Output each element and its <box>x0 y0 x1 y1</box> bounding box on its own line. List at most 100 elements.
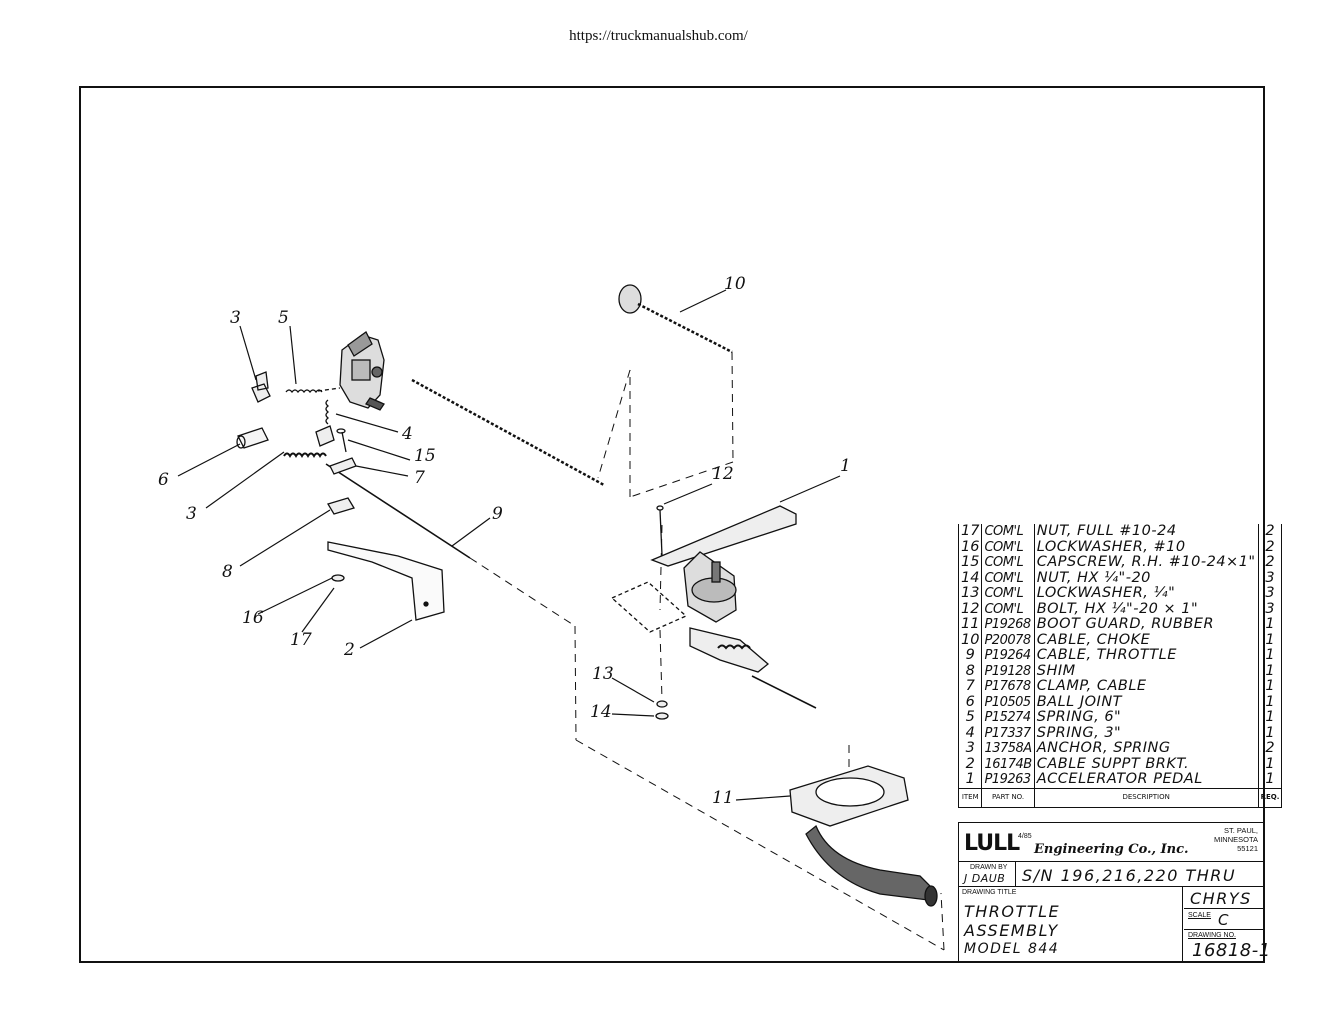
parts-header-part: PART NO. <box>981 787 1035 808</box>
parts-desc-cell: BOLT, HX ¼"-20 × 1" <box>1033 601 1259 617</box>
parts-item-cell: 1 <box>957 772 983 788</box>
parts-item-cell: 2 <box>957 756 983 772</box>
parts-part-cell: 16174B <box>981 756 1035 772</box>
callout-1: 1 <box>840 456 851 476</box>
callout-10: 10 <box>724 274 746 294</box>
callout-5: 5 <box>278 308 289 328</box>
source-url: https://truckmanualshub.com/ <box>569 28 748 44</box>
parts-item-cell: 11 <box>957 617 983 633</box>
parts-req-cell: 1 <box>1257 663 1283 679</box>
scale-value: C <box>1218 911 1230 929</box>
parts-req-cell: 1 <box>1257 679 1283 695</box>
parts-item-cell: 12 <box>957 601 983 617</box>
parts-req-cell: 1 <box>1257 710 1283 726</box>
parts-part-cell: P19264 <box>981 648 1035 664</box>
spring-3in <box>325 399 330 425</box>
boot-guard <box>789 765 938 907</box>
shim <box>327 497 355 515</box>
parts-req-cell: 3 <box>1257 586 1283 602</box>
vehicle-make: CHRYS <box>1190 889 1252 908</box>
parts-part-cell: P19268 <box>981 617 1035 633</box>
parts-desc-cell: SHIM <box>1033 663 1259 679</box>
spring-anchor-lower <box>315 425 335 447</box>
parts-part-cell: P20078 <box>981 632 1035 648</box>
parts-desc-cell: CAPSCREW, R.H. #10-24×1" <box>1033 555 1259 571</box>
scale-label: SCALE <box>1188 912 1211 919</box>
parts-req-cell: 1 <box>1257 632 1283 648</box>
callout-13: 13 <box>592 664 614 684</box>
parts-item-cell: 3 <box>957 741 983 757</box>
carburetor-illustration <box>339 331 385 411</box>
parts-header-desc: DESCRIPTION <box>1033 787 1259 808</box>
parts-part-cell: P19263 <box>981 772 1035 788</box>
parts-req-cell: 1 <box>1257 725 1283 741</box>
parts-desc-cell: LOCKWASHER, ¼" <box>1033 586 1259 602</box>
parts-desc-cell: LOCKWASHER, #10 <box>1033 539 1259 555</box>
company-name: Engineering Co., Inc. <box>1034 842 1189 857</box>
parts-item-cell: 7 <box>957 679 983 695</box>
parts-item-cell: 9 <box>957 648 983 664</box>
parts-desc-cell: SPRING, 3" <box>1033 725 1259 741</box>
parts-desc-cell: CLAMP, CABLE <box>1033 679 1259 695</box>
parts-part-cell: COM'L <box>981 601 1035 617</box>
parts-req-cell: 2 <box>1257 741 1283 757</box>
parts-part-cell: P17678 <box>981 679 1035 695</box>
parts-part-cell: 13758A <box>981 741 1035 757</box>
callout-8: 8 <box>222 562 233 582</box>
drawn-by: J DAUB <box>964 872 1006 885</box>
parts-item-cell: 6 <box>957 694 983 710</box>
parts-desc-cell: CABLE, CHOKE <box>1033 632 1259 648</box>
parts-req-cell: 3 <box>1257 601 1283 617</box>
spring-anchor-upper <box>251 371 271 403</box>
parts-req-cell: 3 <box>1257 570 1283 586</box>
parts-req-cell: 2 <box>1257 524 1283 540</box>
callout-3-upper: 3 <box>230 308 241 328</box>
parts-part-cell: P19128 <box>981 663 1035 679</box>
parts-item-cell: 13 <box>957 586 983 602</box>
callout-11: 11 <box>712 788 734 808</box>
callout-9: 9 <box>492 504 503 524</box>
parts-req-cell: 1 <box>1257 772 1283 788</box>
parts-part-cell: P17337 <box>981 725 1035 741</box>
callout-17: 17 <box>290 630 312 650</box>
parts-part-cell: P10505 <box>981 694 1035 710</box>
callout-12: 12 <box>712 464 734 484</box>
accelerator-pedal <box>610 505 817 709</box>
drawing-title-label: DRAWING TITLE <box>962 889 1017 896</box>
callout-14: 14 <box>590 702 612 722</box>
callout-16: 16 <box>242 608 264 628</box>
parts-desc-cell: NUT, FULL #10-24 <box>1033 524 1259 540</box>
parts-req-cell: 2 <box>1257 539 1283 555</box>
issue-date: 4/85 <box>1018 833 1032 840</box>
title-line-1: THROTTLE <box>964 902 1061 921</box>
cable-clamp <box>329 457 357 475</box>
parts-part-cell: COM'L <box>981 586 1035 602</box>
drawn-by-label: DRAWN BY <box>970 864 1008 871</box>
parts-req-cell: 1 <box>1257 694 1283 710</box>
parts-req-cell: 1 <box>1257 648 1283 664</box>
drawing-no-label: DRAWING NO. <box>1188 932 1236 939</box>
parts-desc-cell: ANCHOR, SPRING <box>1033 741 1259 757</box>
parts-req-cell: 1 <box>1257 617 1283 633</box>
parts-item-cell: 5 <box>957 710 983 726</box>
choke-knob <box>618 284 642 314</box>
parts-desc-cell: SPRING, 6" <box>1033 710 1259 726</box>
parts-desc-cell: BOOT GUARD, RUBBER <box>1033 617 1259 633</box>
callout-6: 6 <box>158 470 169 490</box>
parts-desc-cell: BALL JOINT <box>1033 694 1259 710</box>
parts-req-cell: 2 <box>1257 555 1283 571</box>
